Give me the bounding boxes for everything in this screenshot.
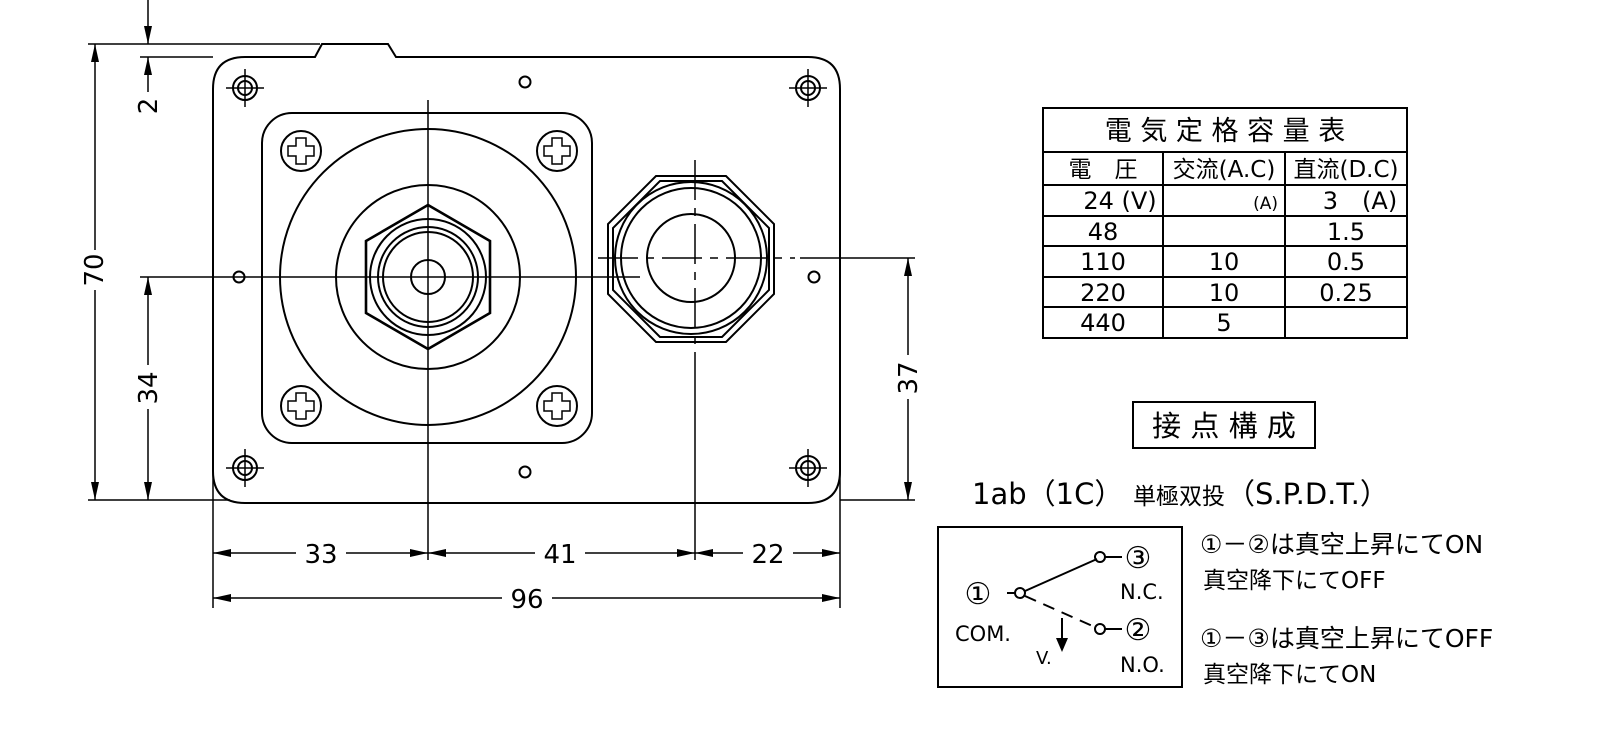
table-cell: 48 xyxy=(1088,218,1119,246)
table-cell: 24 (V) xyxy=(1083,187,1156,215)
dim-33: 33 xyxy=(304,540,337,570)
mounting-hole-bottom-right xyxy=(789,449,827,487)
table-cell: 10 xyxy=(1209,248,1240,276)
contact-type-code: 1ab（1C） xyxy=(972,477,1123,511)
nc-label: N.C. xyxy=(1120,580,1164,604)
contact-heading: 接 点 構 成 xyxy=(1152,409,1296,443)
dim-22: 22 xyxy=(751,540,784,570)
table-cell: 110 xyxy=(1080,248,1126,276)
mounting-hole-bottom-left xyxy=(226,449,264,487)
table-cell: 5 xyxy=(1216,309,1231,337)
note-1b: 真空降下にてOFF xyxy=(1203,568,1386,594)
table-header-dc: 直流(D.C) xyxy=(1293,157,1398,183)
screw-bottom-left xyxy=(280,385,322,427)
screw-bottom-right xyxy=(536,385,578,427)
mounting-hole-top-left xyxy=(226,69,264,107)
table-cell: 0.25 xyxy=(1319,279,1372,307)
table-cell: 3 (A) xyxy=(1323,187,1397,215)
table-cell: 0.5 xyxy=(1327,248,1365,276)
contact-type-name: 単極双投 xyxy=(1133,484,1225,510)
screw-top-right xyxy=(536,130,578,172)
corner-mounting-holes xyxy=(226,69,827,487)
terminal-1: ① xyxy=(965,577,992,612)
dimension-labels: 70 2 34 37 33 41 22 96 xyxy=(80,92,924,615)
v-label: V. xyxy=(1036,648,1052,669)
dim-2: 2 xyxy=(134,98,164,115)
table-header-ac: 交流(A.C) xyxy=(1173,157,1276,183)
phillips-screws xyxy=(280,130,578,427)
dim-34: 34 xyxy=(134,371,164,404)
contact-configuration: 接 点 構 成 1ab（1C） 単極双投 （S.P.D.T.） ① ③ ② CO… xyxy=(937,401,1493,688)
terminal-3: ③ xyxy=(1125,541,1152,576)
note-2a: ①－③は真空上昇にてOFF xyxy=(1200,624,1493,653)
dim-70: 70 xyxy=(80,253,110,286)
screw-top-left xyxy=(280,130,322,172)
cable-gland xyxy=(607,175,775,343)
contact-type-abbr: （S.P.D.T.） xyxy=(1226,477,1389,511)
note-1a: ①－②は真空上昇にてON xyxy=(1200,530,1483,559)
terminal-2: ② xyxy=(1125,613,1152,648)
table-cell: (A) xyxy=(1253,194,1278,214)
com-label: COM. xyxy=(955,622,1011,646)
table-cell: 220 xyxy=(1080,279,1126,307)
no-label: N.O. xyxy=(1120,653,1165,677)
mounting-hole-top-right xyxy=(789,69,827,107)
table-header-voltage: 電 圧 xyxy=(1069,157,1138,183)
mounting-plate xyxy=(212,43,841,504)
table-cell: 1.5 xyxy=(1327,218,1365,246)
dim-37: 37 xyxy=(894,361,924,394)
table-cell: 440 xyxy=(1080,309,1126,337)
dim-41: 41 xyxy=(543,540,576,570)
table-cell: 10 xyxy=(1209,279,1240,307)
note-2b: 真空降下にてON xyxy=(1203,662,1376,688)
table-title: 電 気 定 格 容 量 表 xyxy=(1105,116,1346,147)
dim-96: 96 xyxy=(510,585,543,615)
electrical-rating-table: 電 気 定 格 容 量 表 電 圧 交流(A.C) 直流(D.C) 24 (V)… xyxy=(1042,107,1408,339)
center-lines xyxy=(225,100,795,455)
